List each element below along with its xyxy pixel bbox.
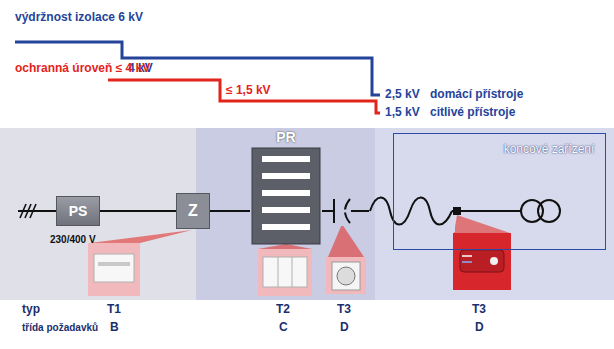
callout-wedge: [454, 215, 510, 233]
socket-patch: [333, 196, 351, 226]
picture-frame: [453, 233, 511, 290]
node-text: PS: [69, 203, 88, 220]
device-class: citlivé přístroje: [430, 106, 515, 120]
type-code: T1: [107, 303, 121, 317]
voltage-value: 1,5 kV: [385, 106, 420, 120]
device-wire: [452, 210, 521, 212]
picture-frame: [88, 243, 140, 296]
cable-coil: [370, 198, 452, 225]
protection-heading: ochranná úroveň ≤ 4 kV: [15, 62, 150, 76]
socket-plate: [332, 262, 360, 290]
supply-voltage: 230/400 V: [50, 234, 96, 246]
protection-level-line: [108, 80, 380, 113]
wire-connector: [100, 210, 176, 212]
node-text: Z: [188, 201, 198, 220]
type-code: T2: [276, 303, 290, 317]
zone-0-1: [0, 128, 196, 300]
coil-patch: [375, 190, 455, 232]
transformer-symbol: [538, 200, 560, 222]
socket-face: [337, 267, 355, 285]
insulation-level-line: [15, 42, 380, 95]
class-code: B: [110, 321, 119, 335]
breaker-bar: [262, 224, 310, 230]
breaker-bar: [262, 156, 310, 162]
distribution-board: PR: [250, 128, 322, 245]
adapter-wire: [462, 255, 472, 257]
device-class: domácí přístroje: [430, 88, 523, 102]
node-text: PR: [276, 129, 295, 146]
voltage-value: ≤ 1,5 kV: [226, 84, 271, 98]
transformer-symbol: [521, 200, 543, 222]
adapter-wire: [462, 261, 472, 263]
t3-adapter-picture: [453, 233, 511, 290]
t1-device-picture: [88, 243, 140, 296]
t3-socket-picture: [326, 257, 366, 294]
device-body: [94, 254, 134, 282]
hatch-stroke: [30, 204, 36, 218]
three-phase-hatch: [20, 204, 36, 218]
socket-symbol: [333, 199, 335, 223]
end-device-region: koncové zařízení: [393, 133, 606, 250]
row-heading: typ: [22, 303, 40, 317]
board-body: [250, 128, 322, 245]
class-code: D: [475, 321, 484, 335]
device-detail: [292, 257, 293, 287]
board-housing: [252, 148, 320, 244]
class-code: C: [279, 321, 288, 335]
breaker-bar: [262, 207, 310, 213]
row-heading: třída požadavků: [22, 322, 98, 334]
voltage-value: 2,5 kV: [385, 88, 420, 102]
callout-wedge: [328, 224, 364, 257]
node-text: koncové zařízení: [501, 142, 597, 156]
breaker-bar: [262, 173, 310, 179]
connection-point: [453, 207, 461, 215]
picture-frame: [326, 257, 366, 294]
callout-wedge: [90, 230, 192, 243]
insulation-heading: výdržnost izolace 6 kV: [15, 11, 143, 25]
adapter-detail: [490, 257, 498, 265]
surge-arrester-box: PS: [56, 196, 100, 226]
picture-frame: [258, 249, 312, 296]
device-body: [263, 257, 307, 287]
zone-1-2: [196, 128, 375, 300]
zone-2-3: [375, 128, 614, 300]
coupling-box: Z: [176, 193, 210, 229]
adapter-body: [460, 250, 504, 272]
class-code: D: [340, 321, 349, 335]
callout-wedge: [258, 244, 312, 249]
t2-device-picture: [258, 249, 312, 296]
device-detail: [98, 262, 130, 266]
breaker-bar: [262, 190, 310, 196]
wire-connector: [210, 210, 250, 212]
type-code: T3: [337, 303, 351, 317]
device-detail: [278, 257, 279, 287]
type-code: T3: [472, 303, 486, 317]
socket-gap: [343, 210, 350, 213]
coil-patch: [369, 190, 375, 232]
